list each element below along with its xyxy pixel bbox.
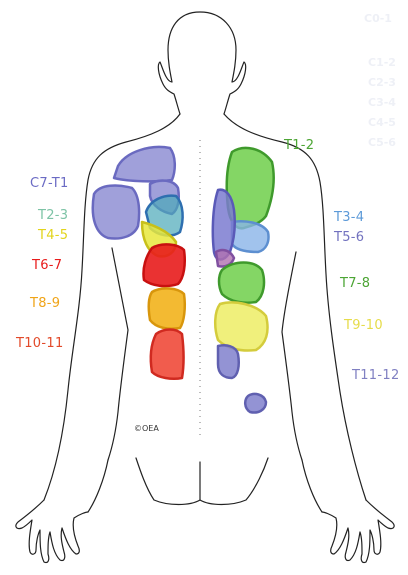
label-t3-4: T3-4 — [334, 210, 364, 225]
ghost-label: C1-2 — [368, 56, 396, 69]
left-torso-outline — [108, 248, 128, 460]
zone-t9-10 — [215, 303, 267, 351]
label-t2-3: T2-3 — [38, 208, 68, 223]
zone-t11-12-flank — [245, 394, 266, 413]
label-t5-6: T5-6 — [334, 230, 364, 245]
left-inner-arm-outline — [88, 460, 108, 512]
zone-t7-8 — [219, 263, 264, 303]
ghost-label: C3-4 — [368, 96, 396, 109]
zone-t10-11 — [151, 330, 184, 379]
label-t11-12: T11-12 — [352, 368, 400, 383]
zone-t6-7-left — [143, 244, 184, 286]
copyright-credit: ©OEA — [134, 424, 159, 433]
left-hand-outline — [16, 500, 88, 563]
zone-t3-4 — [232, 221, 269, 252]
head-outline — [158, 12, 245, 114]
label-t8-9: T8-9 — [30, 296, 60, 311]
label-t4-5: T4-5 — [38, 228, 68, 243]
body-outline — [16, 12, 394, 563]
zone-c7-t1-upper — [114, 147, 175, 181]
label-t10-11: T10-11 — [16, 336, 64, 351]
label-t7-8: T7-8 — [340, 276, 370, 291]
label-t9-10: T9-10 — [344, 318, 383, 333]
right-hand-outline — [322, 500, 394, 563]
referral-zones — [93, 147, 274, 413]
label-t1-2: T1-2 — [284, 138, 314, 153]
zone-t11-12-spine — [218, 345, 239, 378]
label-t6-7: T6-7 — [32, 258, 62, 273]
right-torso-outline — [282, 252, 302, 460]
right-inner-arm-outline — [302, 460, 322, 512]
label-c7-t1: C7-T1 — [30, 176, 69, 191]
ghost-label: C4-5 — [368, 116, 396, 129]
ghost-label: C2-3 — [368, 76, 396, 89]
zone-t8-9 — [149, 288, 185, 328]
buttocks-outline — [136, 458, 268, 505]
ghost-label: C0-1 — [364, 12, 392, 25]
ghost-label: C5-6 — [368, 136, 396, 149]
zone-c7-t1-shoulder — [93, 186, 139, 239]
